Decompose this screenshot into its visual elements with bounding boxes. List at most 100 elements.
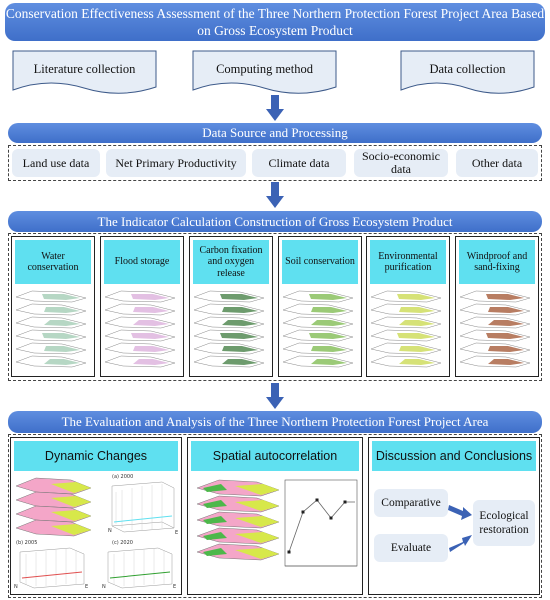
indicator-map-fill [44, 346, 80, 352]
indicator-map-fill [222, 359, 258, 365]
indicator-map-outline [104, 355, 176, 368]
data-source-frame [8, 145, 542, 181]
indicator-map-fill [397, 294, 435, 300]
moran-trend-line [288, 499, 355, 553]
down-arrow-1 [266, 95, 284, 121]
data-source-banner: Data Source and Processing [8, 123, 542, 143]
evaluation-frame [8, 434, 542, 598]
indicator-environmental-purification: Environmental purification [366, 236, 450, 377]
svg-text:N: N [108, 528, 112, 534]
socio-economic-data: Socio-economic data [354, 149, 448, 177]
discussion-conclusions-title: Discussion and Conclusions [372, 441, 536, 471]
indicator-map-fill [488, 359, 524, 365]
indicator-map-outline [104, 329, 176, 342]
literature-collection-box: Literature collection [12, 50, 157, 96]
indicator-map-outline [15, 329, 87, 342]
indicator-map-outline [104, 316, 176, 329]
down-arrow-2 [266, 182, 284, 208]
svg-text:N: N [102, 584, 106, 590]
indicator-flood-storage: Flood storage [100, 236, 184, 377]
indicator-map-fill [133, 307, 169, 313]
cube-label: (c) 2020 [112, 540, 133, 546]
indicator-map-fill [399, 346, 435, 352]
indicator-map-fill [44, 307, 80, 313]
indicator-map-outline [15, 355, 87, 368]
cube-2005: (b) 2005 N E [14, 540, 88, 590]
indicator-map-fill [131, 333, 169, 339]
moran-point [287, 550, 291, 554]
indicator-map-fill [486, 294, 524, 300]
indicator-map-fill [488, 307, 524, 313]
indicator-label: Windproof and sand-fixing [459, 240, 535, 284]
indicator-map-outline [104, 342, 176, 355]
indicator-map-fill [397, 333, 435, 339]
cube-2020: (c) 2020 N E [102, 540, 176, 590]
indicator-map-fill [42, 333, 80, 339]
indicator-map-fill [44, 359, 80, 365]
windproof-maps [459, 290, 531, 368]
spatial-autocorrelation-panel: Spatial autocorrelation [187, 437, 363, 595]
indicator-map-outline [15, 290, 87, 303]
title-text: Conservation Effectiveness Assessment of… [5, 6, 545, 38]
indicator-map-fill [311, 320, 347, 326]
indicator-map-fill [222, 307, 258, 313]
data-collection-box: Data collection [400, 50, 535, 96]
indicator-map-fill [133, 359, 169, 365]
flood-storage-maps [104, 290, 176, 368]
dynamic-changes-figure: (a) 2000 N E (b) 2005 N E (c) 2020 N E [14, 474, 178, 590]
indicator-map-fill [399, 359, 435, 365]
spatial-autocorrelation-figure [196, 479, 358, 567]
cube-label: (b) 2005 [16, 540, 37, 546]
down-arrow-3 [266, 383, 284, 409]
indicator-map-fill [488, 346, 524, 352]
indicator-label: Environmental purification [370, 240, 446, 284]
discussion-conclusions-panel: Discussion and Conclusions Comparative E… [368, 437, 540, 595]
ecological-restoration-box: Ecological restoration [473, 500, 535, 546]
indicator-label: Carbon fixation and oxygen release [193, 240, 269, 284]
discussion-arrows [448, 505, 472, 552]
indicator-map-fill [486, 333, 524, 339]
indicator-banner: The Indicator Calculation Construction o… [8, 211, 542, 232]
indicator-map-fill [220, 294, 258, 300]
indicator-map-outline [15, 303, 87, 316]
indicator-map-outline [15, 342, 87, 355]
indicator-map-fill [309, 294, 347, 300]
evaluation-heading: The Evaluation and Analysis of the Three… [61, 414, 489, 429]
environmental-purification-maps [370, 290, 442, 368]
indicator-map-outline [104, 290, 176, 303]
npp-data: Net Primary Productivity [106, 149, 246, 177]
literature-collection-label: Literature collection [33, 62, 136, 76]
carbon-fixation-maps [193, 290, 265, 368]
svg-text:N: N [14, 584, 18, 590]
indicator-map-fill [42, 294, 80, 300]
indicator-heading: The Indicator Calculation Construction o… [97, 214, 453, 229]
computing-method-label: Computing method [216, 62, 313, 76]
moran-point [329, 516, 333, 520]
evaluate-box: Evaluate [374, 534, 448, 562]
climate-data: Climate data [252, 149, 346, 177]
data-source-heading: Data Source and Processing [202, 125, 348, 140]
water-conservation-maps [15, 290, 87, 368]
spatial-autocorrelation-title: Spatial autocorrelation [191, 441, 359, 471]
right-arrow [448, 505, 472, 520]
indicator-map-fill [311, 359, 347, 365]
other-data: Other data [456, 149, 538, 177]
indicator-label: Water conservation [15, 240, 91, 284]
indicator-map-outline [15, 316, 87, 329]
soil-conservation-maps [282, 290, 354, 368]
spatial-map-stack [196, 479, 280, 561]
indicator-map-fill [488, 320, 524, 326]
moran-point [343, 500, 347, 504]
moran-point [301, 510, 305, 514]
indicator-map-fill [399, 320, 435, 326]
indicator-map-outline [104, 303, 176, 316]
svg-text:E: E [173, 584, 176, 590]
moran-mini-chart [284, 479, 358, 567]
indicator-map-fill [311, 307, 347, 313]
svg-text:E: E [175, 530, 178, 536]
indicator-map-fill [309, 333, 347, 339]
indicator-soil-conservation: Soil conservation [278, 236, 362, 377]
indicator-label: Flood storage [104, 240, 180, 284]
cube-label: (a) 2000 [112, 474, 133, 480]
indicator-map-fill [133, 320, 169, 326]
